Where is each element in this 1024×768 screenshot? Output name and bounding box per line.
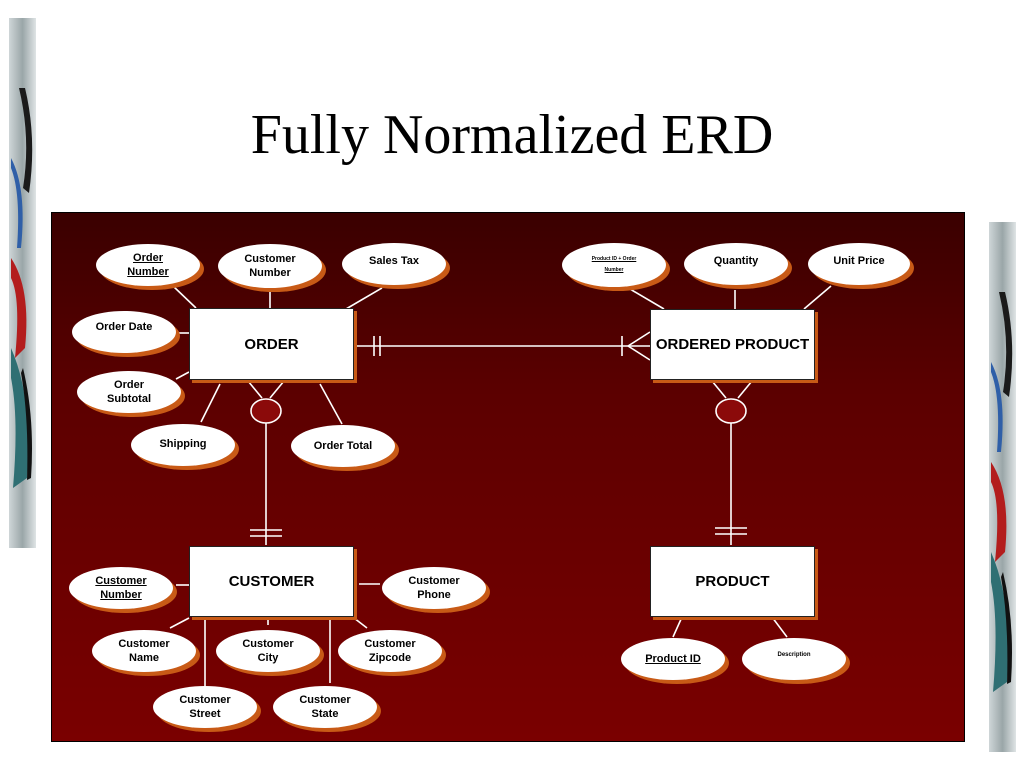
attribute-shipping: Shipping bbox=[131, 424, 235, 466]
attribute-product-id: Product ID bbox=[621, 638, 725, 680]
attribute-order-date: Order Date bbox=[72, 311, 176, 353]
attribute-quantity: Quantity bbox=[684, 243, 788, 285]
entity-customer: CUSTOMER bbox=[189, 546, 354, 617]
slide-title: Fully Normalized ERD bbox=[250, 104, 774, 166]
attribute-order-total: Order Total bbox=[291, 425, 395, 467]
attribute-sales-tax: Sales Tax bbox=[342, 243, 446, 285]
attribute-unit-price: Unit Price bbox=[808, 243, 910, 285]
entity-product: PRODUCT bbox=[650, 546, 815, 617]
left-decorative-strip bbox=[9, 18, 36, 548]
entity-ordered-product: ORDERED PRODUCT bbox=[650, 309, 815, 380]
attribute-description: Description bbox=[742, 638, 846, 680]
entity-order: ORDER bbox=[189, 308, 354, 380]
right-decorative-strip bbox=[989, 222, 1016, 752]
